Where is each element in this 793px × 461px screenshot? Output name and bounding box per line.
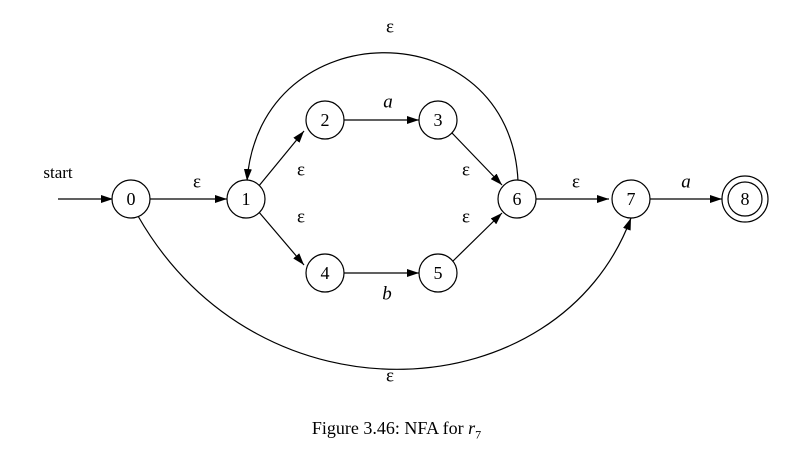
label-3-6: ε (462, 160, 470, 181)
state-7: 7 (611, 179, 651, 219)
state-4-label: 4 (321, 263, 330, 283)
state-8-label: 8 (741, 189, 750, 209)
state-5: 5 (418, 253, 458, 293)
label-0-7: ε (386, 366, 394, 387)
edge-1-2 (257, 130, 305, 188)
label-6-7: ε (572, 172, 580, 193)
state-2-label: 2 (321, 110, 330, 130)
label-0-1: ε (193, 172, 201, 193)
figure-caption: Figure 3.46: NFA for r7 (0, 418, 793, 443)
label-4-5: b (382, 284, 392, 305)
edge-3-6 (451, 132, 503, 186)
state-3-label: 3 (434, 110, 443, 130)
label-6-1: ε (386, 17, 394, 38)
label-1-2: ε (297, 160, 305, 181)
state-2: 2 (305, 100, 345, 140)
caption-prefix: Figure 3.46: NFA for (311, 418, 469, 438)
edge-6-1 (243, 52, 519, 182)
label-5-6: ε (462, 207, 470, 228)
transition-labels: ε ε ε a b ε ε ε ε ε a (193, 17, 691, 387)
transitions (137, 52, 722, 370)
state-8-accepting: 8 (721, 175, 769, 223)
states: 0 1 2 3 4 5 6 7 (111, 100, 769, 293)
start-label: start (43, 163, 73, 182)
state-0-label: 0 (127, 189, 136, 209)
label-1-4: ε (297, 207, 305, 228)
edge-0-7 (137, 215, 632, 370)
caption-symbol: r (468, 418, 476, 438)
label-7-8: a (681, 172, 691, 193)
state-3: 3 (418, 100, 458, 140)
state-1: 1 (226, 179, 266, 219)
label-2-3: a (383, 92, 393, 113)
edge-1-4 (257, 210, 305, 266)
edge-5-6 (451, 212, 503, 263)
state-6: 6 (497, 179, 537, 219)
state-4: 4 (305, 253, 345, 293)
caption-subscript: 7 (475, 427, 482, 442)
state-6-label: 6 (513, 189, 522, 209)
state-1-label: 1 (242, 189, 251, 209)
state-7-label: 7 (627, 189, 636, 209)
state-0: 0 (111, 179, 151, 219)
state-5-label: 5 (434, 263, 443, 283)
